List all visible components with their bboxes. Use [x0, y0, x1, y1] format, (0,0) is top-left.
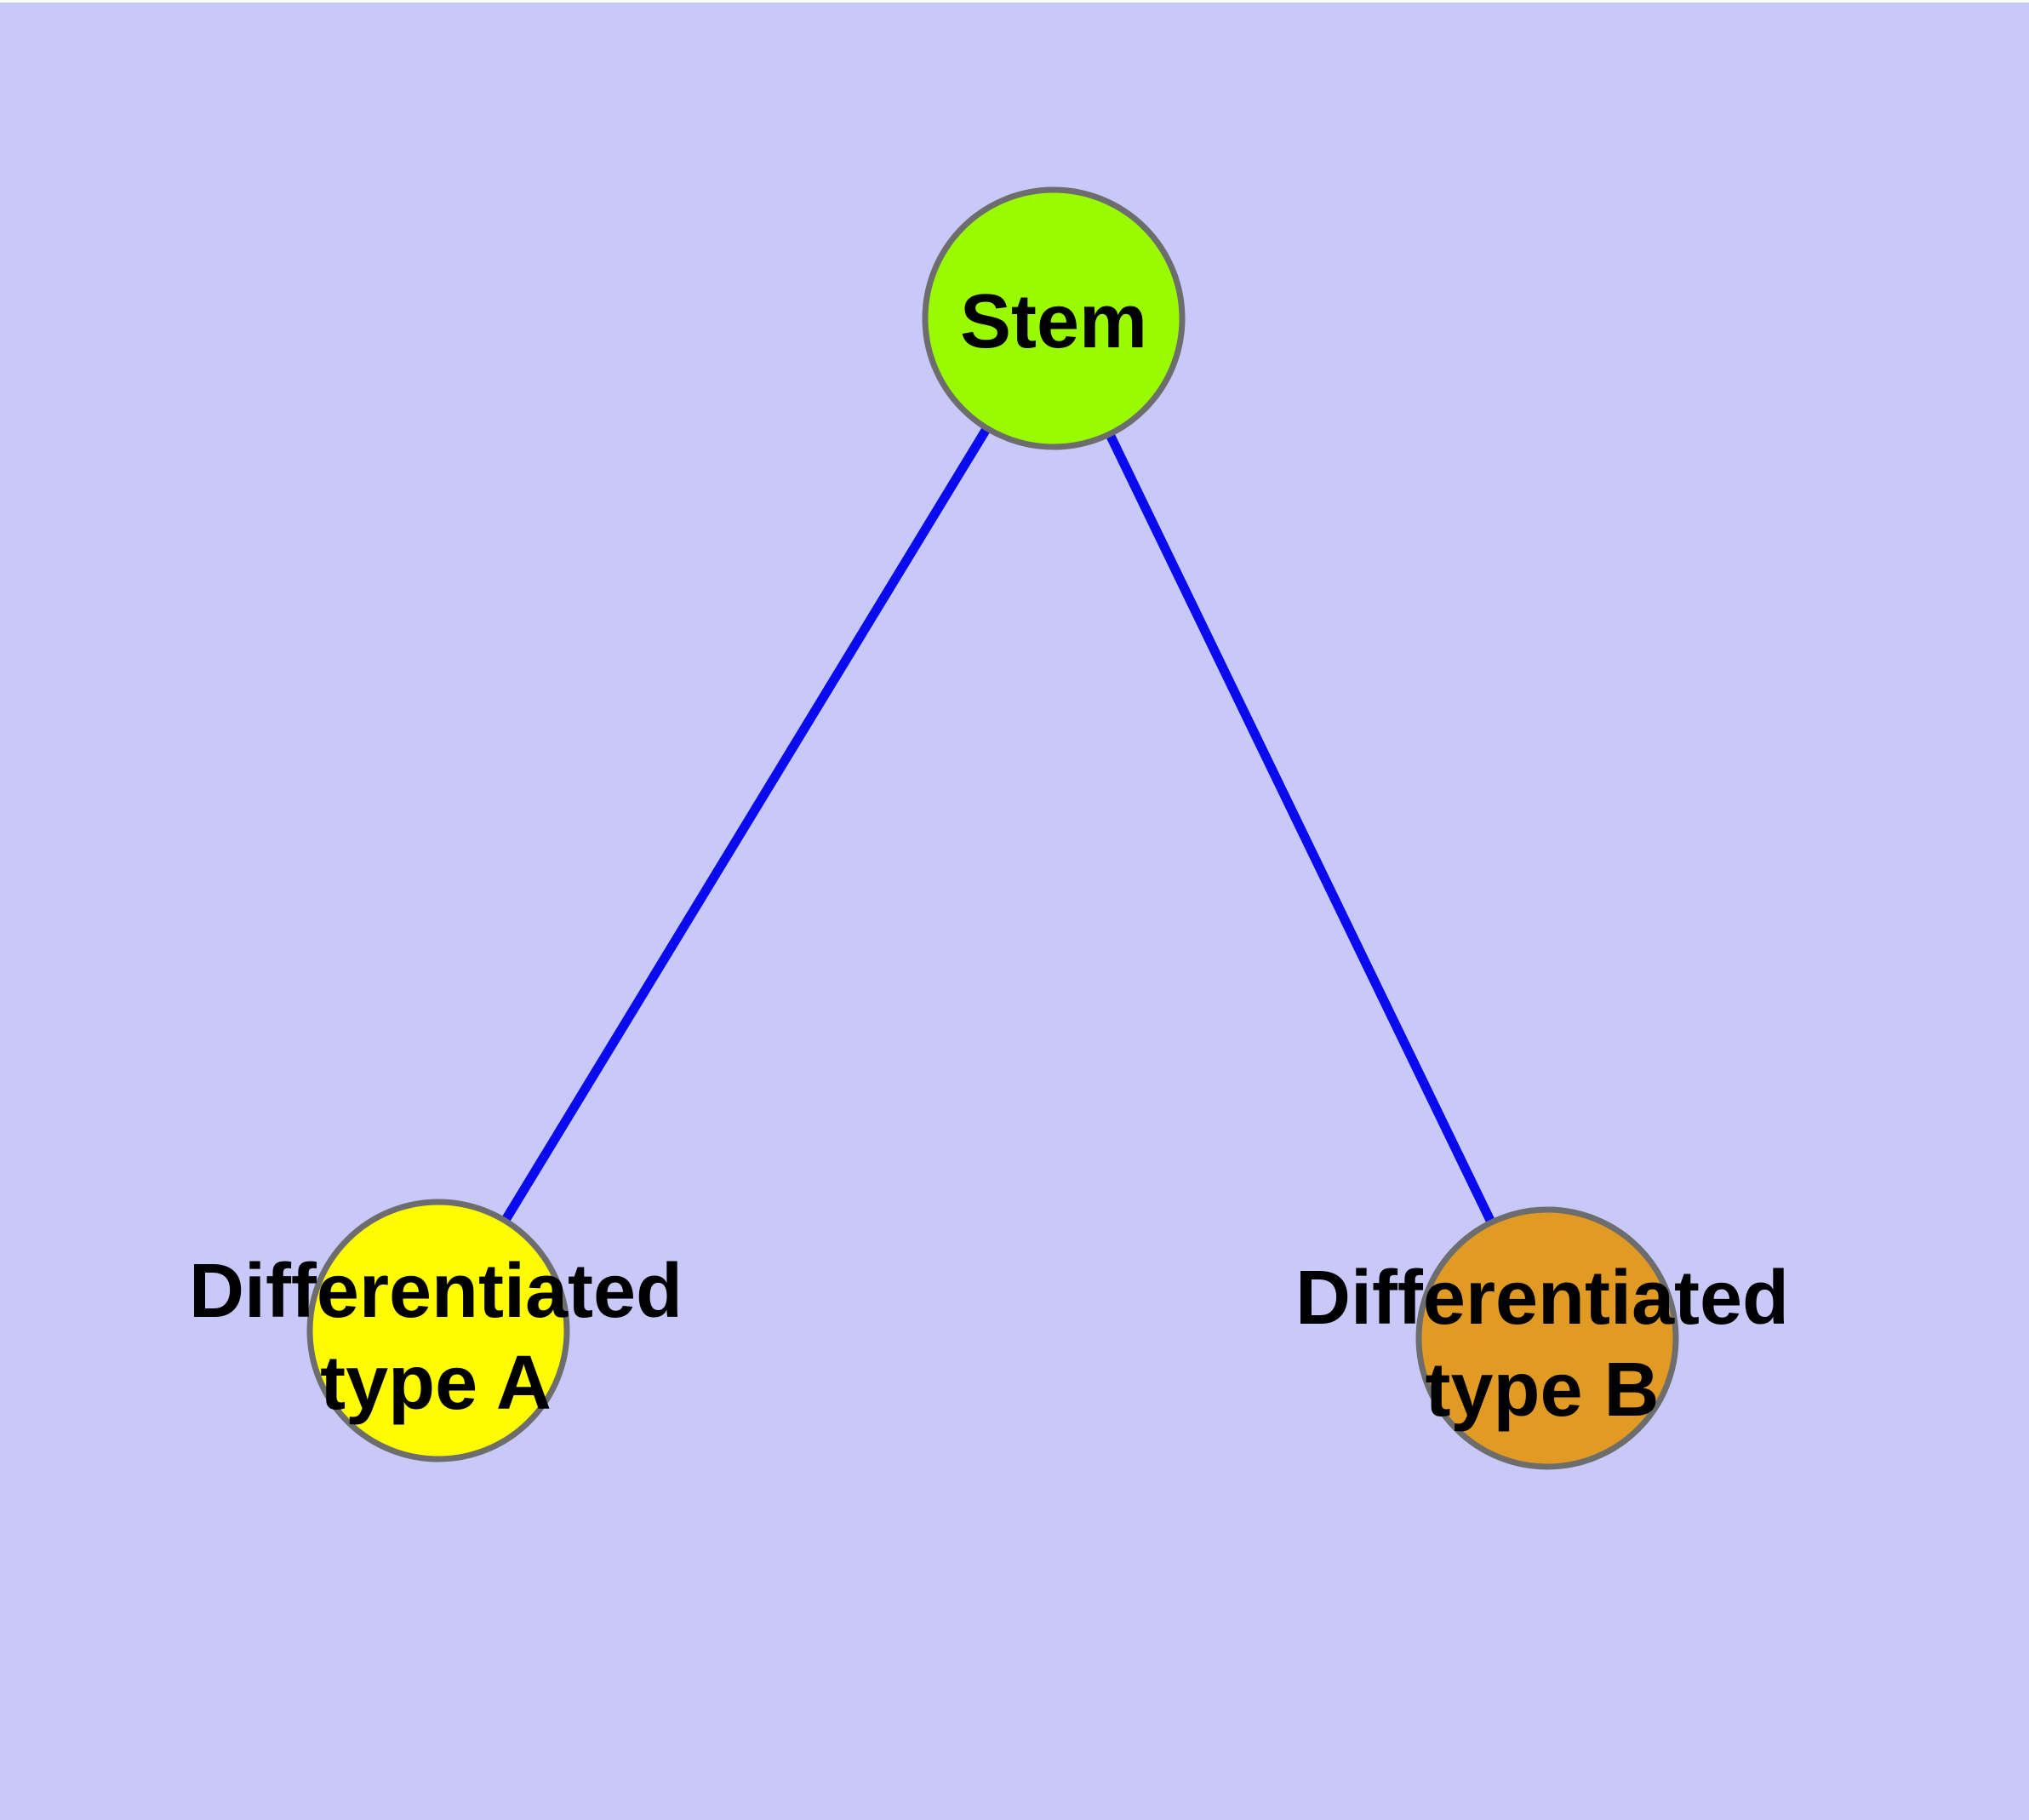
node-type-a-label-line1: Differentiated [189, 1249, 683, 1334]
edge-stem-to-type-a [434, 316, 1058, 1333]
node-stem [922, 186, 1186, 450]
edge-stem-to-type-b [1049, 316, 1552, 1341]
node-differentiated-type-a [306, 1199, 570, 1462]
node-type-b-label-line1: Differentiated [1295, 1256, 1789, 1341]
node-type-a-label-line2: type A [320, 1341, 552, 1426]
node-type-b-label-line2: type B [1425, 1348, 1659, 1433]
node-stem-label: Stem [960, 279, 1147, 364]
node-differentiated-type-b [1415, 1206, 1679, 1470]
